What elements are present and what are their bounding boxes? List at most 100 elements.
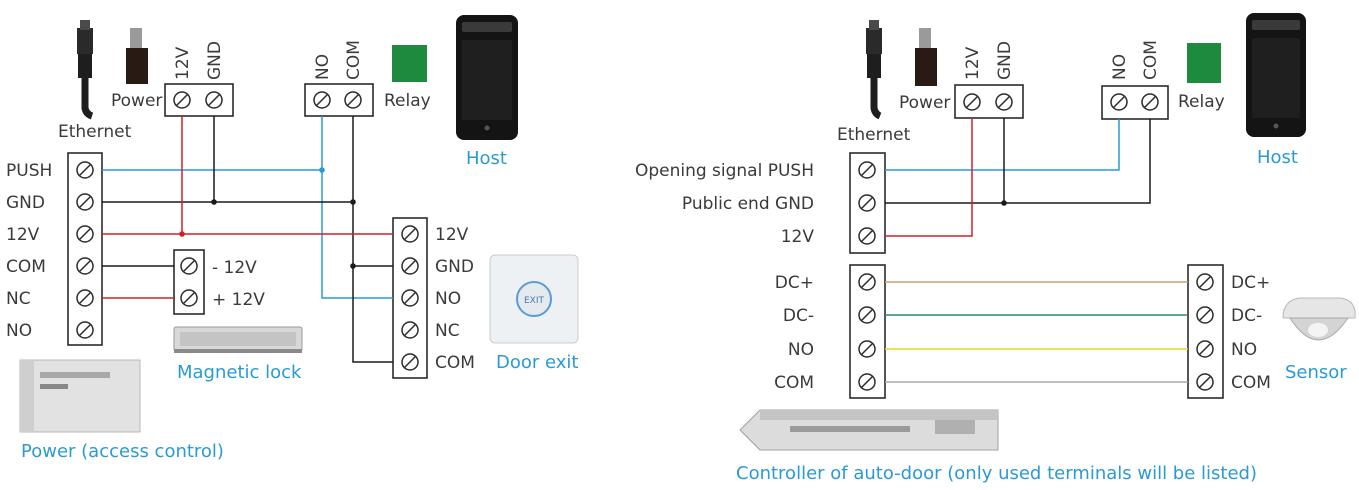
- power-plug-icon: [126, 28, 148, 84]
- wire-push-to-relay-no: [885, 119, 1120, 171]
- sensor-terminal-com: COM: [1231, 373, 1271, 393]
- controller-terminal-no: NO: [788, 340, 814, 360]
- screw-icon: [858, 373, 876, 391]
- controller-terminal-com: COM: [774, 373, 814, 393]
- screw-icon: [205, 91, 223, 109]
- main-terminal-12v: 12V: [781, 227, 815, 247]
- controller-caption: Controller of auto-door (only used termi…: [736, 463, 1257, 484]
- main-terminal-gnd: GND: [6, 193, 45, 213]
- host-device-icon: [456, 15, 518, 140]
- ethernet-label: Ethernet: [58, 122, 132, 142]
- ethernet-connector-icon: [866, 20, 882, 120]
- wire-push-to-relay-no: [102, 116, 323, 171]
- screw-icon: [1196, 273, 1214, 291]
- wire-gnd-to-relay-com: [885, 119, 1151, 204]
- screw-icon: [1196, 373, 1214, 391]
- screw-icon: [995, 93, 1013, 111]
- junction-dot: [319, 167, 325, 173]
- main-terminal-12v: 12V: [6, 225, 40, 245]
- sensor-terminal-dc-minus: DC-: [1231, 306, 1262, 326]
- main-terminal-block: [67, 152, 103, 346]
- screw-icon: [76, 225, 94, 243]
- screw-icon: [1141, 93, 1159, 111]
- screw-icon: [858, 340, 876, 358]
- screw-icon: [76, 257, 94, 275]
- main-terminal-gnd: Public end GND: [682, 194, 814, 214]
- exit-terminal-12v: 12V: [435, 225, 469, 245]
- screw-icon: [401, 257, 419, 275]
- main-terminal-push: Opening signal PUSH: [635, 161, 814, 181]
- screw-icon: [858, 227, 876, 245]
- left-diagram: Ethernet Power 12V GND NO COM Relay Host: [6, 15, 579, 462]
- lock-terminal-minus-12v: - 12V: [212, 258, 257, 278]
- lock-terminal-plus-12v: + 12V: [212, 290, 265, 310]
- relay-terminal-com: COM: [344, 40, 364, 80]
- junction-dot: [350, 263, 356, 269]
- power-terminal-12v: 12V: [963, 46, 983, 80]
- screw-icon: [401, 225, 419, 243]
- main-terminal-nc: NC: [6, 289, 31, 309]
- power-terminal-gnd: GND: [995, 41, 1015, 80]
- sensor-caption: Sensor: [1285, 362, 1347, 383]
- screw-icon: [76, 321, 94, 339]
- power-label: Power: [899, 93, 950, 113]
- exit-terminal-gnd: GND: [435, 257, 474, 277]
- relay-indicator-icon: [392, 45, 427, 82]
- screw-icon: [344, 91, 362, 109]
- sensor-terminal-no: NO: [1231, 340, 1257, 360]
- wire-push-to-exit-no: [321, 170, 393, 299]
- relay-label: Relay: [384, 91, 431, 111]
- exit-button-text: EXIT: [524, 296, 545, 306]
- screw-icon: [1196, 340, 1214, 358]
- door-exit-button-icon: EXIT: [489, 254, 579, 344]
- exit-terminal-com: COM: [435, 353, 475, 373]
- controller-terminal-dc-minus: DC-: [783, 306, 814, 326]
- power-plug-icon: [915, 28, 937, 86]
- auto-door-controller-icon: [739, 409, 999, 451]
- screw-icon: [76, 161, 94, 179]
- screw-icon: [858, 306, 876, 324]
- relay-terminal-com: COM: [1141, 40, 1161, 80]
- right-diagram: Ethernet Power 12V GND NO COM Relay Host: [635, 13, 1356, 484]
- screw-icon: [313, 91, 331, 109]
- screw-icon: [173, 91, 191, 109]
- screw-icon: [963, 93, 981, 111]
- main-terminal-push: PUSH: [6, 161, 52, 181]
- junction-dot: [1001, 200, 1007, 206]
- screw-icon: [401, 289, 419, 307]
- magnetic-lock-icon: [173, 326, 303, 353]
- relay-terminal-no: NO: [313, 54, 333, 80]
- screw-icon: [401, 321, 419, 339]
- power-supply-icon: [19, 359, 141, 433]
- main-terminal-com: COM: [6, 257, 46, 277]
- sensor-dome-icon: [1282, 297, 1356, 341]
- relay-indicator-icon: [1187, 43, 1221, 83]
- controller-terminal-dc-plus: DC+: [775, 273, 814, 293]
- screw-icon: [76, 289, 94, 307]
- host-device-icon: [1246, 13, 1306, 137]
- wire-relay-com: [352, 116, 393, 363]
- exit-terminal-nc: NC: [435, 321, 460, 341]
- relay-terminal-no: NO: [1110, 54, 1130, 80]
- wire-power-12v: [885, 118, 973, 237]
- screw-icon: [858, 194, 876, 212]
- relay-label: Relay: [1178, 92, 1225, 112]
- junction-dot: [350, 199, 356, 205]
- screw-icon: [180, 289, 198, 307]
- power-terminal-gnd: GND: [205, 41, 225, 80]
- screw-icon: [76, 193, 94, 211]
- junction-dot: [211, 199, 217, 205]
- host-caption: Host: [466, 148, 507, 169]
- door-exit-caption: Door exit: [496, 352, 578, 373]
- screw-icon: [180, 257, 198, 275]
- screw-icon: [401, 353, 419, 371]
- exit-terminal-no: NO: [435, 289, 461, 309]
- power-terminal-12v: 12V: [173, 46, 193, 80]
- screw-icon: [1110, 93, 1128, 111]
- power-label: Power: [111, 91, 162, 111]
- junction-dot: [179, 231, 185, 237]
- screw-icon: [1196, 306, 1214, 324]
- main-terminal-no: NO: [6, 321, 32, 341]
- ethernet-connector-icon: [77, 20, 94, 120]
